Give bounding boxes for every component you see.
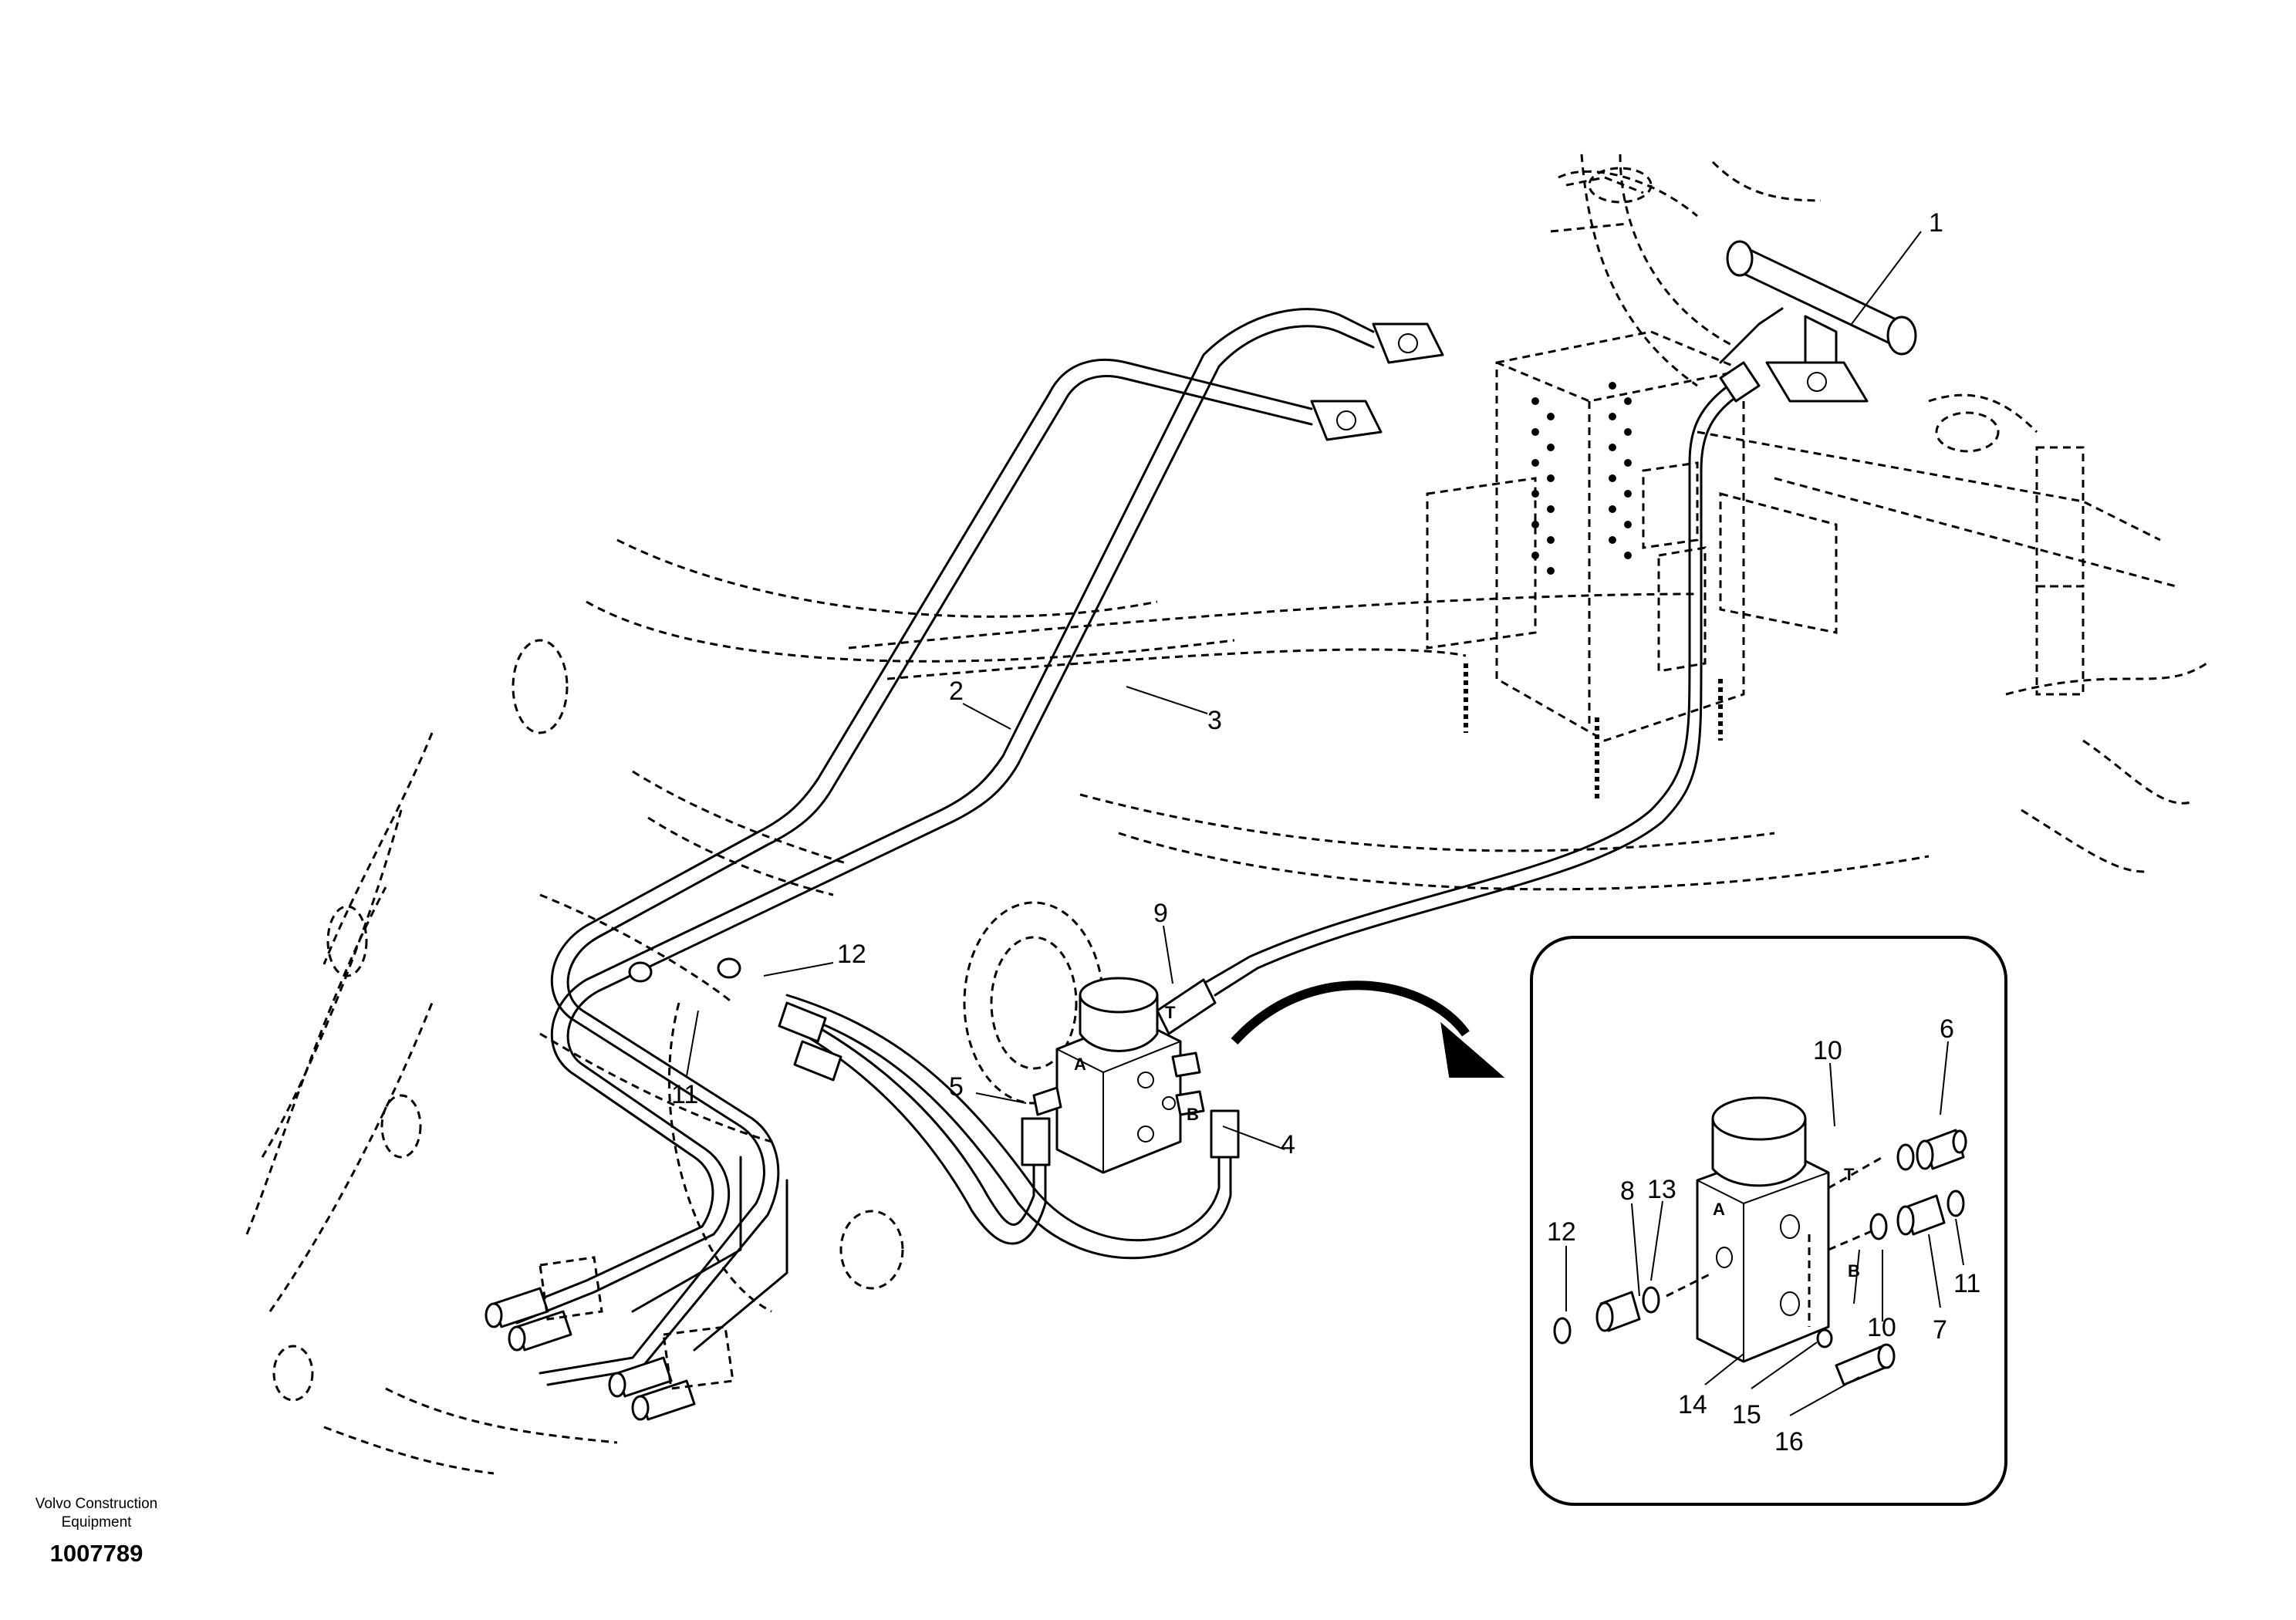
main-valve: A B T (1032, 977, 1205, 1174)
callout-1: 1 (1929, 208, 1943, 238)
port-b-label: B (1187, 1105, 1199, 1124)
pipe-ends (485, 1156, 788, 1421)
document-number: 1007789 (49, 1540, 144, 1567)
detail-port-t-label: T (1844, 1165, 1855, 1184)
callout-3: 3 (1207, 706, 1222, 735)
callout-8: 8 (1620, 1176, 1635, 1206)
callout-13: 13 (1647, 1175, 1676, 1204)
detail-port-a-label: A (1713, 1200, 1725, 1219)
callout-2: 2 (949, 677, 964, 706)
callout-9: 9 (1153, 899, 1168, 928)
leader-lines (686, 231, 1964, 1416)
callout-15: 15 (1732, 1400, 1761, 1429)
maker-name-line2: Equipment (61, 1514, 132, 1531)
callout-10-lower: 10 (1867, 1313, 1896, 1342)
port-a-label: A (1074, 1055, 1086, 1074)
callout-7: 7 (1933, 1315, 1947, 1345)
tee-fitting (1719, 240, 1917, 403)
callout-4: 4 (1281, 1130, 1295, 1159)
callout-14: 14 (1678, 1390, 1707, 1419)
detail-inset: A B T (1530, 936, 2007, 1506)
callout-16: 16 (1774, 1427, 1804, 1456)
hose-fittings (778, 361, 1761, 1166)
callout-5: 5 (949, 1072, 964, 1102)
pipe-3 (539, 358, 1313, 1386)
callout-11-left: 11 (671, 1080, 698, 1109)
detail-arrow (1231, 980, 1505, 1078)
maker-name-line1: Volvo Construction (35, 1496, 158, 1512)
port-t-label: T (1165, 1003, 1176, 1022)
valve-spool-dots (1531, 382, 1632, 575)
control-valve-block (1426, 167, 2038, 802)
callout-12-left: 12 (837, 940, 866, 969)
pipe-connector-nuts (628, 957, 741, 983)
hoses (785, 384, 1737, 1260)
pipe-flanges (1310, 322, 1444, 441)
pipe-2 (508, 308, 1375, 1325)
footer-credit: Volvo Construction Equipment 1007789 (15, 1495, 247, 1568)
callout-10-upper: 10 (1813, 1036, 1842, 1065)
callout-11-right: 11 (1953, 1269, 1980, 1298)
callouts: 1 2 3 4 5 6 7 8 9 10 10 11 11 12 12 13 1… (671, 208, 1980, 1456)
callout-12-right: 12 (1547, 1217, 1576, 1247)
callout-6: 6 (1940, 1014, 1954, 1044)
